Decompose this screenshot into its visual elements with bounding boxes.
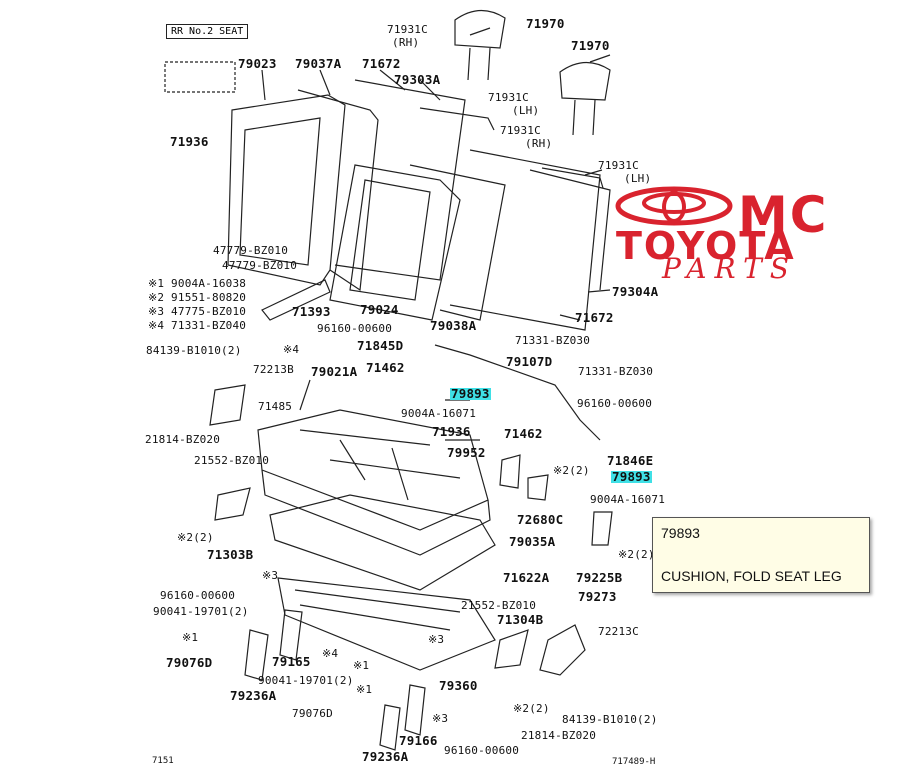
part-label[interactable]: 71622A	[503, 570, 550, 585]
part-label[interactable]: 79107D	[506, 354, 553, 369]
note-label: ※2(2)	[553, 464, 590, 477]
part-label[interactable]: 79038A	[430, 318, 477, 333]
part-label[interactable]: 90041-19701(2)	[153, 605, 249, 618]
part-label[interactable]: 71936	[170, 134, 209, 149]
part-label[interactable]: 71970	[526, 16, 565, 31]
part-label[interactable]: 79076D	[292, 707, 333, 720]
part-label[interactable]: 90041-19701(2)	[258, 674, 354, 687]
part-label[interactable]: 71331-BZ030	[515, 334, 591, 347]
part-label[interactable]: 71931C	[387, 23, 428, 36]
part-label[interactable]: 71846E	[607, 453, 654, 468]
part-label[interactable]: 71672	[575, 310, 614, 325]
note-label: ※1	[356, 683, 373, 696]
part-label[interactable]: 71331-BZ030	[578, 365, 654, 378]
part-label[interactable]: 79021A	[311, 364, 358, 379]
part-tooltip: 79893 CUSHION, FOLD SEAT LEG	[652, 517, 870, 593]
part-label[interactable]: 71931C	[488, 91, 529, 104]
side-label: (RH)	[392, 36, 420, 49]
part-label[interactable]: 71845D	[357, 338, 404, 353]
part-79893-highlight[interactable]: 79893	[611, 469, 652, 484]
part-label[interactable]: 96160-00600	[577, 397, 653, 410]
note-label[interactable]: ※4 71331-BZ040	[148, 319, 247, 332]
part-label[interactable]: 79024	[360, 302, 399, 317]
part-label[interactable]: 96160-00600	[317, 322, 393, 335]
note-label: ※3	[262, 569, 279, 582]
part-label[interactable]: 71304B	[497, 612, 544, 627]
part-label[interactable]: 79076D	[166, 655, 213, 670]
note-label: ※2(2)	[618, 548, 655, 561]
note-label: ※1	[353, 659, 370, 672]
part-label[interactable]: 79023	[238, 56, 277, 71]
part-label[interactable]: 79273	[578, 589, 617, 604]
part-label[interactable]: 96160-00600	[160, 589, 236, 602]
headrest-1	[454, 9, 506, 49]
part-label[interactable]: 71970	[571, 38, 610, 53]
part-label[interactable]: 79225B	[576, 570, 623, 585]
part-label[interactable]: 71936	[432, 424, 471, 439]
part-label[interactable]: 72213B	[253, 363, 294, 376]
part-label[interactable]: 79952	[447, 445, 486, 460]
logo-parts: PARTS	[662, 252, 797, 285]
part-label[interactable]: 71462	[366, 360, 405, 375]
part-label[interactable]: 79236A	[230, 688, 277, 703]
part-label[interactable]: 96160-00600	[444, 744, 520, 757]
logo-mc: MC	[738, 186, 829, 244]
note-label: ※4	[283, 343, 300, 356]
part-label[interactable]: 47779-BZ010	[222, 259, 298, 272]
part-label[interactable]: 79236A	[362, 749, 409, 764]
note-label[interactable]: ※1 9004A-16038	[148, 277, 247, 290]
part-label[interactable]: 84139-B1010(2)	[562, 713, 658, 726]
part-label[interactable]: 21552-BZ010	[461, 599, 537, 612]
note-label[interactable]: ※3 47775-BZ010	[148, 305, 247, 318]
note-label: ※3	[432, 712, 449, 725]
part-label[interactable]: 21814-BZ020	[145, 433, 221, 446]
note-label: ※3	[428, 633, 445, 646]
part-label[interactable]: 71393	[292, 304, 331, 319]
lock-rod	[434, 344, 601, 441]
part-label[interactable]: 84139-B1010(2)	[146, 344, 242, 357]
part-label[interactable]: 71931C	[500, 124, 541, 137]
part-label[interactable]: 21552-BZ010	[194, 454, 270, 467]
part-label[interactable]: 79303A	[394, 72, 441, 87]
part-label[interactable]: 79165	[272, 654, 311, 669]
toyota-emblem-icon	[615, 186, 733, 226]
part-79893-highlight[interactable]: 79893	[450, 386, 491, 401]
note-label: ※1	[182, 631, 199, 644]
part-label[interactable]: 79304A	[612, 284, 659, 299]
seat-icon	[164, 61, 236, 93]
part-label[interactable]: 71303B	[207, 547, 254, 562]
corner-right-code: 717489-H	[612, 757, 656, 767]
logo-toyota: TOYOTA	[616, 224, 796, 268]
part-label[interactable]: 79035A	[509, 534, 556, 549]
part-label[interactable]: 21814-BZ020	[521, 729, 597, 742]
note-label: ※2(2)	[513, 702, 550, 715]
tooltip-part-name: CUSHION, FOLD SEAT LEG	[661, 568, 842, 584]
part-label[interactable]: 71462	[504, 426, 543, 441]
part-label[interactable]: 72680C	[517, 512, 564, 527]
side-label: (RH)	[525, 137, 553, 150]
note-label: ※4	[322, 647, 339, 660]
side-label: (LH)	[624, 172, 652, 185]
note-label[interactable]: ※2 91551-80820	[148, 291, 247, 304]
corner-left-code: 7151	[152, 756, 174, 766]
part-label[interactable]: 9004A-16071	[590, 493, 666, 506]
part-label[interactable]: 9004A-16071	[401, 407, 477, 420]
part-label[interactable]: 79037A	[295, 56, 342, 71]
part-label[interactable]: 71931C	[598, 159, 639, 172]
tooltip-part-number: 79893	[661, 525, 700, 541]
part-label[interactable]: 79360	[439, 678, 478, 693]
part-label[interactable]: 71485	[258, 400, 293, 413]
seatback-middle	[329, 164, 461, 321]
part-label[interactable]: 71672	[362, 56, 401, 71]
part-label[interactable]: 79166	[399, 733, 438, 748]
note-label: ※2(2)	[177, 531, 214, 544]
headrest-2	[559, 61, 611, 101]
part-label[interactable]: 72213C	[598, 625, 639, 638]
seat-frame	[277, 577, 496, 671]
header-box: RR No.2 SEAT	[166, 24, 249, 39]
part-label[interactable]: 47779-BZ010	[213, 244, 289, 257]
side-label: (LH)	[512, 104, 540, 117]
